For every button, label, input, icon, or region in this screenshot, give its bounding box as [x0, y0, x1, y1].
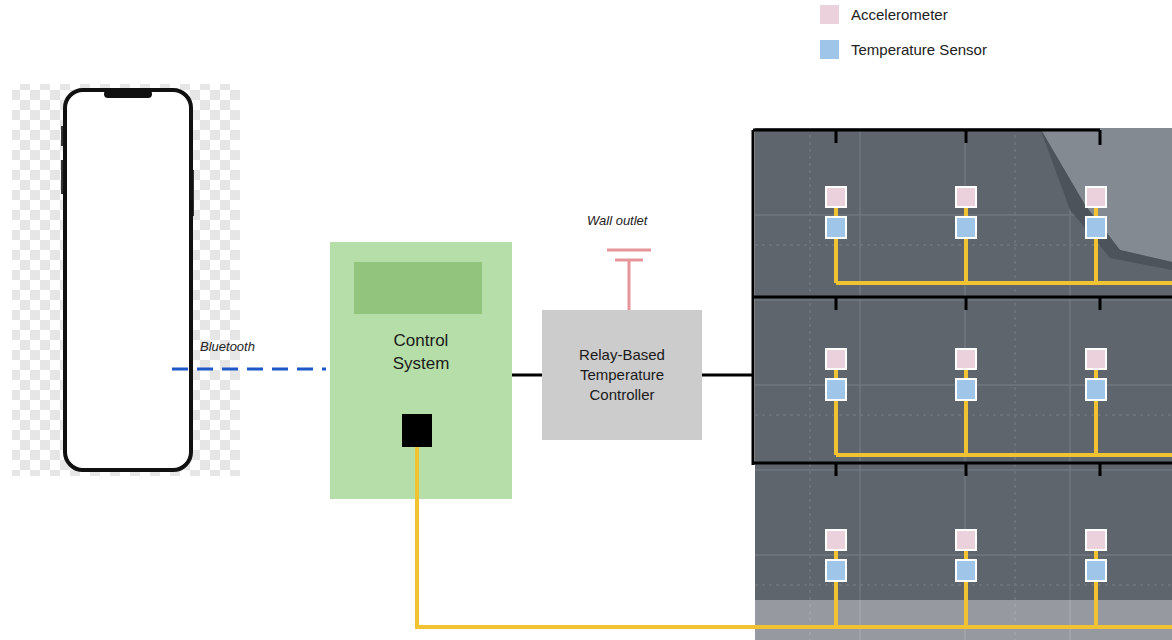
- controller-box: Relay-Based Temperature Controller: [542, 310, 702, 440]
- screen-panel: [354, 262, 482, 314]
- text-holder: Relay-Based Temperature Controller: [542, 345, 702, 406]
- connector-line: [512, 374, 542, 377]
- legend-item: Accelerometer: [820, 5, 948, 24]
- blanket-illustration: [755, 128, 1172, 640]
- heater-bus: [702, 130, 1172, 476]
- bluetooth-link: [172, 368, 326, 371]
- phone-illustration: [12, 84, 240, 476]
- sensor-port: [402, 414, 432, 447]
- wire-stub: [415, 442, 419, 499]
- link-label: Bluetooth: [200, 339, 255, 354]
- legend-swatch: [820, 40, 839, 59]
- legend-label: Accelerometer: [851, 6, 948, 23]
- outlet-symbol: [607, 250, 651, 310]
- control-box: Control System: [330, 242, 512, 499]
- legend-item: Temperature Sensor: [820, 40, 987, 59]
- box-label: Relay-Based Temperature Controller: [556, 345, 688, 406]
- legend-label: Temperature Sensor: [851, 41, 987, 58]
- box-label: Control System: [366, 330, 476, 376]
- text-holder: Control System: [330, 330, 512, 376]
- outlet-label: Wall outlet: [587, 213, 647, 228]
- sensor-wiring: [415, 197, 1172, 627]
- legend-swatch: [820, 5, 839, 24]
- sensor-squares: [826, 187, 1106, 581]
